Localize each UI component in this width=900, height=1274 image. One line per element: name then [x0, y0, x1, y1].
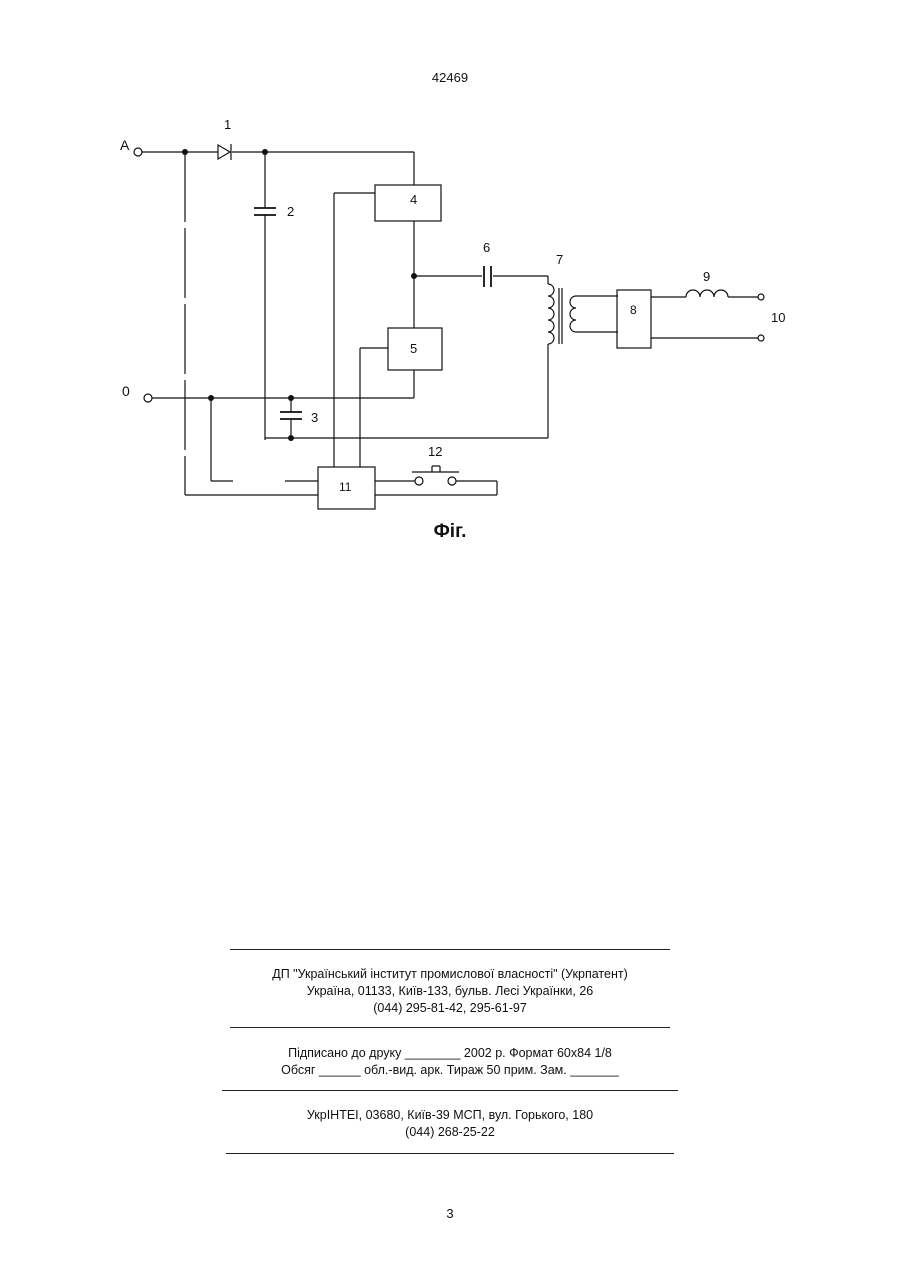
- page-number: 3: [0, 1206, 900, 1221]
- block-4: [375, 185, 441, 221]
- publisher-info: ДП "Український інститут промислової вла…: [220, 966, 680, 1017]
- terminal-a-label: A: [120, 137, 130, 153]
- label-7: 7: [556, 252, 563, 267]
- label-10: 10: [771, 310, 785, 325]
- circuit-diagram: A 0 1 2 3 4 5 6 7 8 9 10 11 12: [0, 0, 900, 560]
- print-line-2: Обсяг ______ обл.-вид. арк. Тираж 50 при…: [220, 1062, 680, 1079]
- label-1: 1: [224, 117, 231, 132]
- print-info: Підписано до друку ________ 2002 р. Форм…: [220, 1045, 680, 1079]
- label-12: 12: [428, 444, 442, 459]
- publisher-line-3: (044) 295-81-42, 295-61-97: [220, 1000, 680, 1017]
- label-3: 3: [311, 410, 318, 425]
- label-2: 2: [287, 204, 294, 219]
- label-9: 9: [703, 269, 710, 284]
- terminal-zero-label: 0: [122, 383, 130, 399]
- divider-line: [230, 949, 670, 950]
- label-8: 8: [630, 303, 637, 317]
- publisher-line-2: Україна, 01133, Київ-133, бульв. Лесі Ук…: [220, 983, 680, 1000]
- printer-line-2: (044) 268-25-22: [220, 1124, 680, 1141]
- label-11: 11: [339, 480, 352, 494]
- printer-line-1: УкрІНТЕІ, 03680, Київ-39 МСП, вул. Горьк…: [220, 1107, 680, 1124]
- diode-icon: [218, 144, 231, 160]
- label-5: 5: [410, 341, 417, 356]
- divider-line: [222, 1090, 678, 1091]
- divider-line: [230, 1027, 670, 1028]
- label-6: 6: [483, 240, 490, 255]
- printer-info: УкрІНТЕІ, 03680, Київ-39 МСП, вул. Горьк…: [220, 1107, 680, 1141]
- print-line-1: Підписано до друку ________ 2002 р. Форм…: [220, 1045, 680, 1062]
- block-8: [617, 290, 651, 348]
- publisher-line-1: ДП "Український інститут промислової вла…: [220, 966, 680, 983]
- label-4: 4: [410, 192, 417, 207]
- divider-line: [226, 1153, 674, 1154]
- figure-caption: Фіг.: [0, 521, 900, 543]
